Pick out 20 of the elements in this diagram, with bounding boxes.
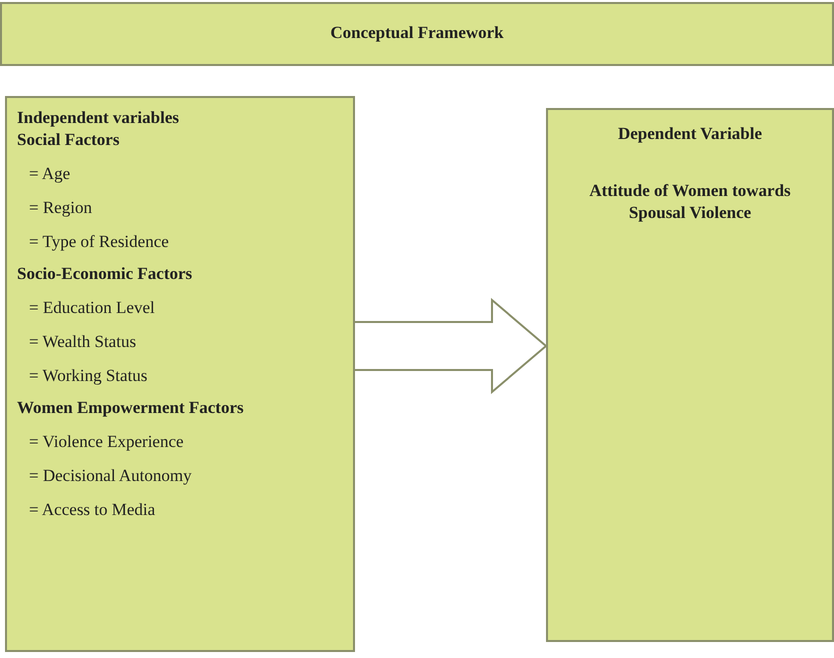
list-item: = Violence Experience bbox=[29, 432, 184, 452]
heading: Independent variables bbox=[17, 108, 179, 128]
group-heading: Social Factors bbox=[17, 130, 120, 150]
heading: Dependent Variable bbox=[616, 124, 764, 144]
list-item: = Working Status bbox=[29, 366, 148, 386]
variables-box bbox=[5, 96, 355, 652]
heading: Conceptual Framework bbox=[329, 23, 505, 43]
title-band bbox=[0, 2, 834, 66]
list-item: = Wealth Status bbox=[29, 332, 136, 352]
list-item: = Education Level bbox=[29, 298, 155, 318]
list-item: = Region bbox=[29, 198, 92, 218]
list-item: = Access to Media bbox=[29, 500, 156, 520]
list-item: = Type of Residence bbox=[29, 232, 169, 252]
list-item: = Decisional Autonomy bbox=[29, 466, 192, 486]
list-item: = Age bbox=[29, 164, 70, 184]
block-arrow bbox=[354, 298, 548, 394]
variable-box bbox=[546, 108, 834, 642]
group-heading: Socio-Economic Factors bbox=[17, 264, 192, 284]
variable-text: Attitude of Women towards Spousal Violence bbox=[588, 180, 792, 224]
group-heading: Women Empowerment Factors bbox=[17, 398, 244, 418]
